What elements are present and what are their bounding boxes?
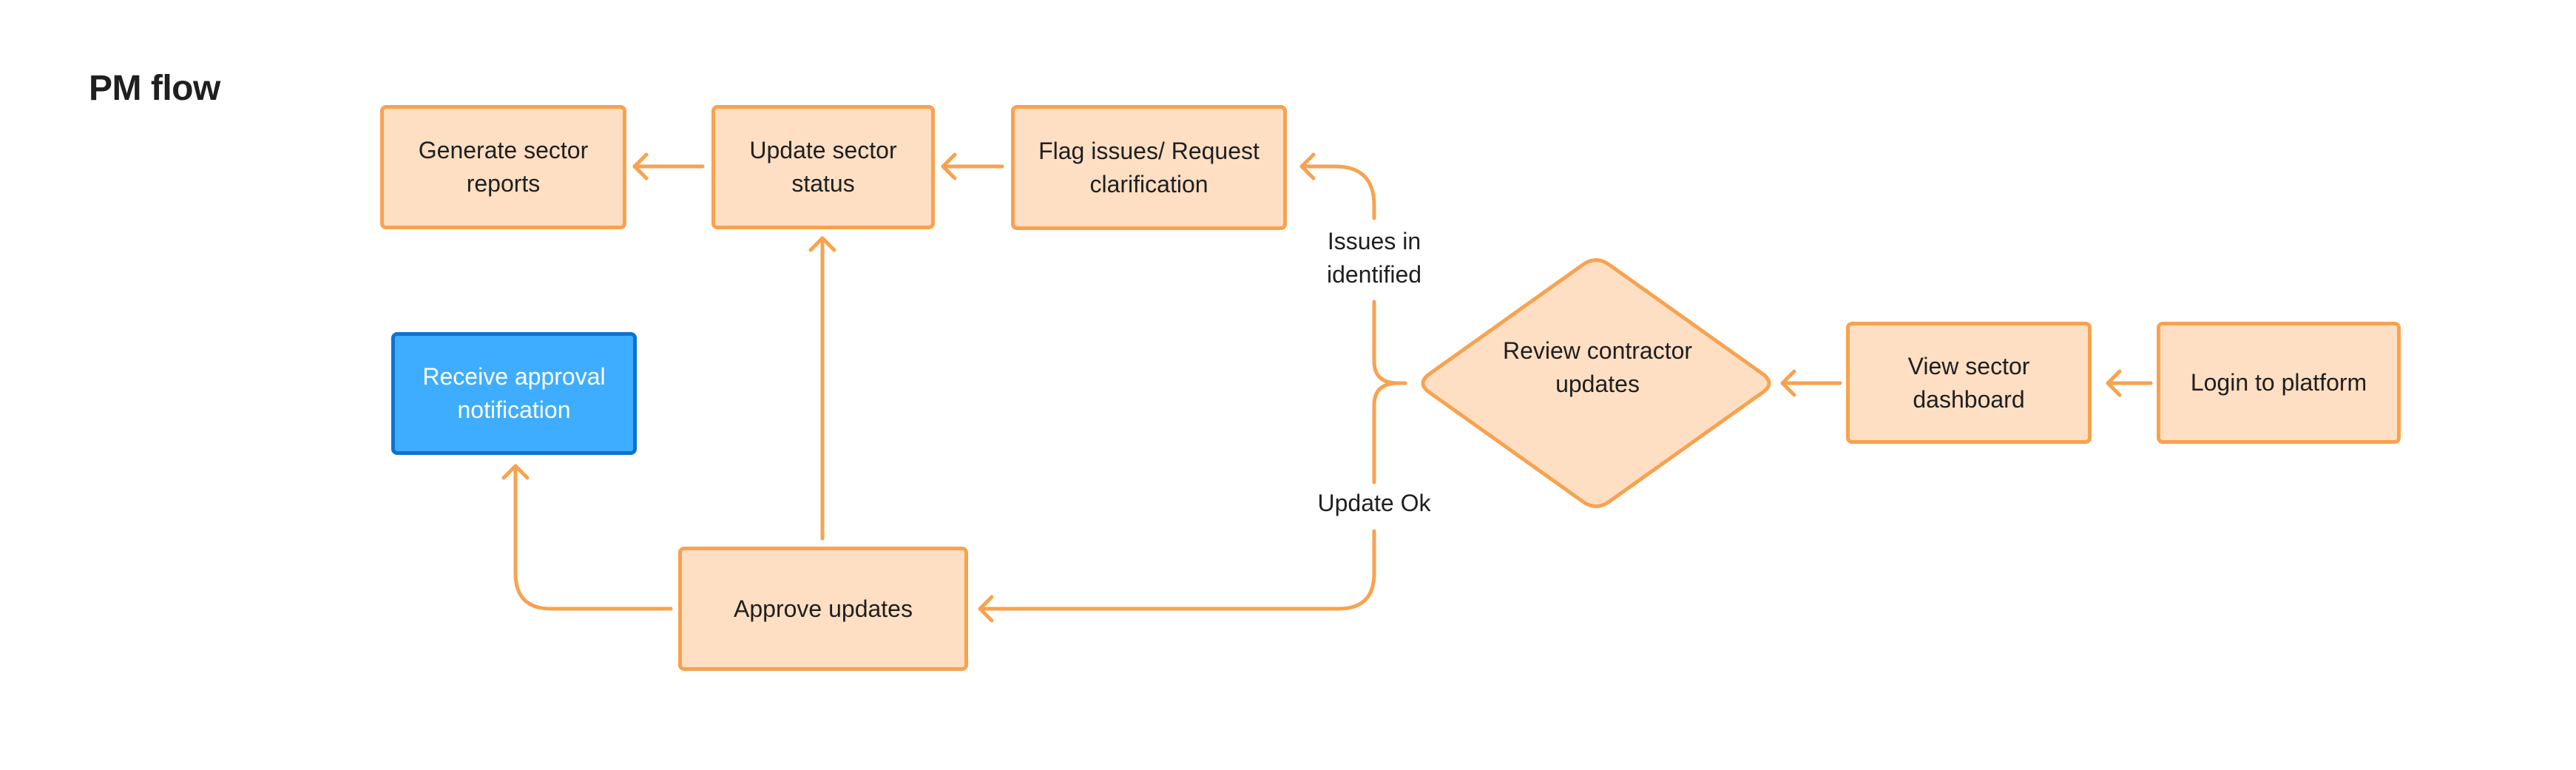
issues-identified-label: Issues in identified (1315, 225, 1433, 291)
arrowhead-status-up (808, 236, 836, 252)
login-node[interactable]: Login to platform (2157, 322, 2401, 444)
review-contractor-updates-node[interactable]: Review contractor updates (1502, 337, 1693, 397)
arrowhead-approve (978, 595, 994, 623)
arrowhead-status (941, 152, 957, 180)
arrowhead-dashboard (2106, 369, 2122, 397)
arrowhead-flag (1299, 152, 1316, 180)
page-title: PM flow (89, 69, 220, 108)
arrowhead-notification (501, 464, 530, 480)
connector-review-to-approve (1372, 381, 1407, 484)
approve-updates-node[interactable]: Approve updates (678, 547, 968, 671)
arrowhead-review (1780, 369, 1796, 397)
receive-notification-node[interactable]: Receive approval notification (391, 332, 637, 455)
view-dashboard-node[interactable]: View sector dashboard (1846, 322, 2092, 444)
arrowhead-reports (632, 152, 649, 180)
review-diamond-shape (1421, 258, 1771, 508)
generate-reports-node[interactable]: Generate sector reports (380, 105, 626, 229)
update-ok-label: Update Ok (1308, 487, 1441, 520)
connector-review-to-flag (1372, 300, 1407, 385)
connector-approve-to-notification (513, 464, 673, 611)
flag-issues-node[interactable]: Flag issues/ Request clarification (1011, 105, 1287, 230)
update-sector-status-node[interactable]: Update sector status (711, 105, 935, 229)
